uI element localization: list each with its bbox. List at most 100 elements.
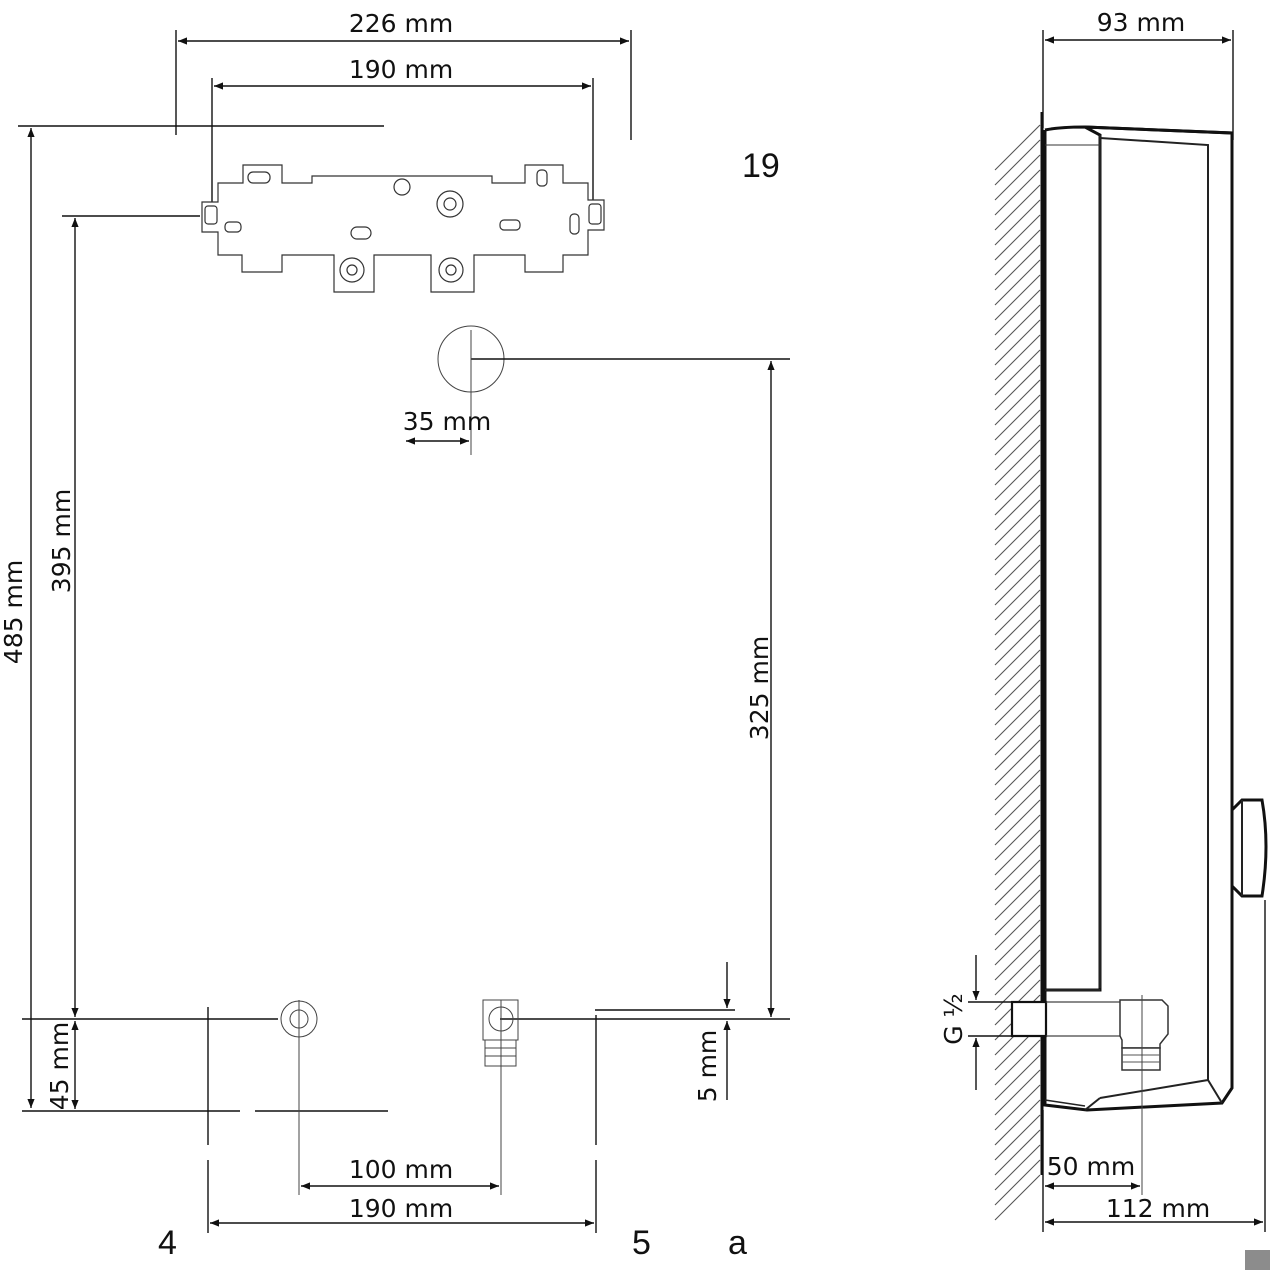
wall-hatch-line xyxy=(994,814,1041,861)
bottom-width-label: 190 mm xyxy=(349,1194,453,1223)
corner-marker xyxy=(1245,1250,1270,1270)
wall-hatch-line xyxy=(994,1129,1041,1176)
wall-hatch-line xyxy=(994,214,1041,261)
dimension-pipe-projection: 50 mm xyxy=(1042,1110,1140,1232)
wall-hatch-line xyxy=(994,589,1041,636)
dimension-bracket-spacing: 190 mm xyxy=(211,55,594,210)
wall-hatch-line xyxy=(994,289,1041,336)
dimension-thread: G ½ xyxy=(939,955,1012,1090)
wall-hatch-line xyxy=(994,754,1041,801)
pipe-fitting-side xyxy=(1010,995,1169,1195)
wall-hatch-line xyxy=(994,244,1041,291)
wall-hatch-line xyxy=(994,889,1041,936)
dimension-total-depth: 112 mm xyxy=(1045,900,1266,1232)
wall-hatch-line xyxy=(994,769,1041,816)
wall-hatch-line xyxy=(994,1114,1041,1161)
wall-hatch-line xyxy=(994,379,1041,426)
wall-hatch-line xyxy=(994,784,1041,831)
wall-hatch-line xyxy=(994,394,1041,441)
wall-hatch-line xyxy=(994,349,1041,396)
wall-hatch-line xyxy=(994,499,1041,546)
pipe-height-label: 45 mm xyxy=(45,1022,74,1110)
wall-hatch-line xyxy=(994,679,1041,726)
callout-left: 4 xyxy=(158,1224,177,1262)
overall-width-label: 226 mm xyxy=(349,9,453,38)
callout-right: a xyxy=(728,1224,747,1262)
bracket-to-pipe-label: 395 mm xyxy=(47,489,76,593)
wall-hatch-line xyxy=(994,259,1041,306)
wall-hatch-line xyxy=(994,544,1041,591)
wall-hatch-line xyxy=(994,709,1041,756)
dimension-depth: 93 mm xyxy=(1042,8,1234,140)
side-view: 93 mm xyxy=(939,8,1270,1270)
wall-hatch-line xyxy=(994,694,1041,741)
wall-hatch-line xyxy=(994,559,1041,606)
wall-hatch-line xyxy=(994,1099,1041,1146)
wall-hatch-line xyxy=(994,604,1041,651)
wall-hatch-line xyxy=(994,1159,1041,1206)
inlet-offset-label: 35 mm xyxy=(403,407,491,436)
dimension-bottom-width: 190 mm xyxy=(207,1007,597,1233)
wall-hatch-line xyxy=(994,1069,1041,1116)
wall-hatch-line xyxy=(994,649,1041,696)
wall-hatch-line xyxy=(994,364,1041,411)
wall-hatch-line xyxy=(994,844,1041,891)
dimension-inlet-to-pipe: 325 mm xyxy=(500,361,790,1020)
wall-hatch-line xyxy=(994,574,1041,621)
mounting-bracket xyxy=(201,164,605,293)
wall-hatch-line xyxy=(994,454,1041,501)
dimension-pipe-offset: 5 mm xyxy=(595,962,735,1102)
wall-hatch-line xyxy=(994,799,1041,846)
wall-hatch-line xyxy=(994,934,1041,981)
wall-hatch-line xyxy=(994,139,1041,186)
wall-hatch-line xyxy=(994,229,1041,276)
dimension-pipe-height: 45 mm xyxy=(22,1018,388,1112)
pipe-offset-label: 5 mm xyxy=(693,1030,722,1103)
dimension-bracket-to-pipe: 395 mm xyxy=(47,215,200,1017)
wall-hatching xyxy=(994,124,1041,1221)
wall-hatch-line xyxy=(994,409,1041,456)
wall-hatch-line xyxy=(994,154,1041,201)
bracket-spacing-label: 190 mm xyxy=(349,55,453,84)
appliance-body xyxy=(1043,125,1234,1112)
pipe-projection-label: 50 mm xyxy=(1047,1152,1135,1181)
wall-hatch-line xyxy=(994,469,1041,516)
wall-hatch-line xyxy=(994,514,1041,561)
wall-hatch-line xyxy=(994,664,1041,711)
front-view: 226 mm 190 mm 19 xyxy=(0,9,790,1262)
wall-hatch-line xyxy=(994,484,1041,531)
dimension-pipe-spacing: 100 mm xyxy=(301,1155,499,1190)
thread-label: G ½ xyxy=(939,993,968,1045)
inlet-opening: 35 mm xyxy=(403,325,790,455)
wall-hatch-line xyxy=(994,199,1041,246)
wall-hatch-line xyxy=(994,1174,1041,1221)
overall-height-label: 485 mm xyxy=(0,560,28,664)
wall-hatch-line xyxy=(994,439,1041,486)
wall-hatch-line xyxy=(994,1144,1041,1191)
wall-hatch-line xyxy=(994,919,1041,966)
wall-hatch-line xyxy=(994,184,1041,231)
wall-hatch-line xyxy=(994,334,1041,381)
wall-hatch-line xyxy=(994,304,1041,351)
wall-hatch-line xyxy=(994,424,1041,471)
pipe-connection-right xyxy=(482,999,519,1195)
pipe-connection-left xyxy=(280,1000,318,1195)
wall-hatch-line xyxy=(994,1084,1041,1131)
control-knob xyxy=(1230,798,1268,898)
wall-hatch-line xyxy=(994,724,1041,771)
wall-hatch-line xyxy=(994,274,1041,321)
dimension-overall-height: 485 mm xyxy=(0,125,384,1108)
wall-hatch-line xyxy=(994,904,1041,951)
wall-hatch-line xyxy=(994,1054,1041,1101)
inlet-to-pipe-label: 325 mm xyxy=(745,636,774,740)
wall-hatch-line xyxy=(994,529,1041,576)
wall-hatch-line xyxy=(994,619,1041,666)
pipe-spacing-label: 100 mm xyxy=(349,1155,453,1184)
wall-hatch-line xyxy=(994,739,1041,786)
dimension-overall-width: 226 mm xyxy=(175,9,632,140)
callout-middle: 5 xyxy=(632,1224,651,1262)
wall-hatch-line xyxy=(994,859,1041,906)
wall-hatch-line xyxy=(994,829,1041,876)
depth-label: 93 mm xyxy=(1097,8,1185,37)
